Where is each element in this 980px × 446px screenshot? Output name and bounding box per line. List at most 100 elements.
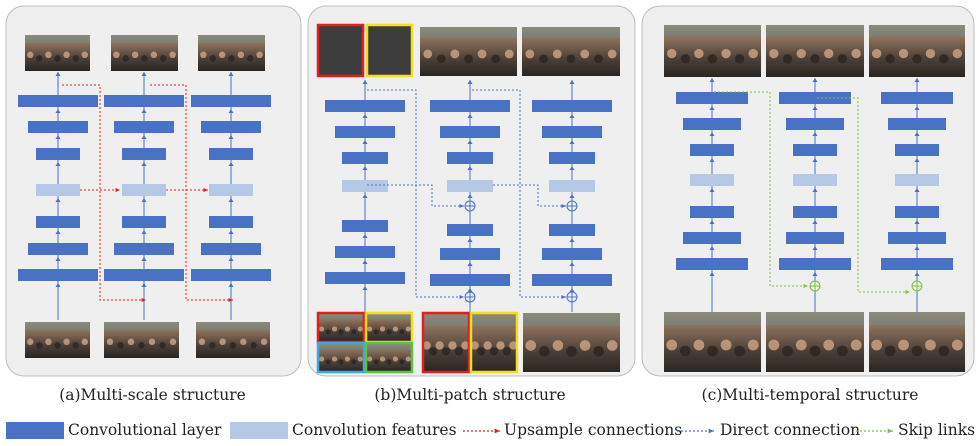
conv-layer	[191, 269, 271, 281]
photo-person	[809, 345, 821, 357]
flow-arrowhead	[362, 80, 368, 84]
sum-node-icon	[809, 280, 821, 292]
flow-arrowhead	[709, 272, 715, 276]
photo-person	[579, 340, 591, 351]
flow-arrowhead	[569, 194, 575, 198]
conv-layer	[683, 232, 741, 244]
photo-storefront	[664, 25, 761, 37]
photo-person	[454, 347, 464, 356]
crowd-photo-icon	[420, 27, 517, 76]
photo-person	[45, 338, 52, 346]
crowd-photo-icon	[196, 322, 270, 358]
legend-upsample-label: Upsample connections	[504, 421, 683, 439]
photo-person	[734, 345, 746, 357]
photo-person	[26, 51, 34, 59]
photo-person	[837, 345, 848, 357]
photo-person	[338, 359, 344, 365]
flow-arrowhead	[914, 158, 920, 162]
conv-layer	[542, 126, 602, 138]
photo-person	[141, 55, 148, 62]
photo-person	[552, 49, 562, 59]
photo-person	[379, 326, 386, 332]
photo-person	[872, 48, 882, 59]
legend-skip-label: Skip links	[898, 421, 976, 439]
crowd-photo-icon	[318, 313, 364, 342]
photo-person	[680, 54, 691, 64]
conv-layer	[201, 121, 261, 133]
photo-person	[367, 326, 373, 332]
flow-arrowhead	[141, 283, 147, 287]
conv-feature-block	[447, 180, 493, 192]
photo-person	[476, 347, 486, 356]
photo-person	[405, 326, 411, 332]
legend-conv-layer-swatch	[6, 422, 64, 439]
conv-layer	[28, 243, 88, 255]
flow-arrowhead	[812, 78, 818, 82]
flow-arrowhead	[709, 158, 715, 162]
photo-person	[667, 48, 677, 59]
legend-conv-features-swatch	[230, 422, 288, 439]
conv-layer	[549, 152, 595, 164]
conv-layer	[683, 118, 741, 130]
flow-arrowhead	[55, 198, 61, 202]
photo-storefront	[420, 27, 517, 38]
photo-person	[525, 49, 535, 59]
flow-arrowhead	[55, 72, 61, 76]
photo-person	[148, 338, 156, 346]
legend-direct-arrow-icon	[677, 428, 714, 434]
legend: Convolutional layer Convolution features…	[0, 417, 980, 445]
photo-person	[54, 55, 61, 62]
photo-person	[694, 48, 704, 59]
photo-person	[483, 341, 492, 350]
photo-person	[525, 340, 537, 351]
photo-person	[450, 49, 460, 59]
legend-upsample-arrow-icon	[463, 428, 500, 434]
photo-person	[344, 356, 351, 362]
conv-feature-block	[793, 174, 837, 186]
photo-person	[496, 341, 505, 350]
photo-person	[351, 329, 357, 335]
crowd-photo-icon	[25, 35, 90, 71]
flow-arrowhead	[709, 78, 715, 82]
flow-arrowhead	[467, 80, 473, 84]
photo-storefront	[523, 313, 620, 326]
conv-layer	[122, 148, 166, 160]
photo-person	[122, 55, 129, 62]
patch-border-red	[421, 311, 471, 374]
conv-layer	[542, 248, 602, 260]
sum-node-icon	[566, 200, 578, 212]
conv-layer	[532, 100, 612, 112]
conv-layer	[676, 92, 748, 104]
photo-person	[491, 54, 501, 64]
dark-patch-yellow	[365, 23, 414, 78]
caption-multi-temporal: (c)Multi-temporal structure	[701, 386, 919, 404]
photo-person	[357, 326, 363, 332]
photo-person	[477, 49, 487, 59]
flow-arrowhead	[55, 257, 61, 261]
flow-arrowhead	[55, 109, 61, 113]
conv-layer	[104, 95, 184, 107]
photo-person	[81, 51, 89, 59]
photo-person	[489, 347, 499, 356]
photo-person	[796, 48, 806, 59]
conv-layer	[440, 126, 500, 138]
conv-layer	[881, 258, 953, 270]
flow-arrowhead	[228, 257, 234, 261]
conv-feature-block	[36, 184, 80, 196]
conv-layer	[430, 274, 510, 286]
photo-storefront	[111, 35, 178, 43]
photo-person	[200, 51, 207, 59]
flow-arrowhead	[467, 262, 473, 266]
conv-feature-block	[342, 180, 388, 192]
photo-person	[260, 338, 268, 346]
flow-arrowhead	[709, 188, 715, 192]
photo-person	[26, 338, 34, 346]
photo-person	[81, 338, 89, 346]
flow-arrowhead	[569, 288, 575, 292]
photo-person	[36, 342, 43, 349]
photo-person	[925, 48, 936, 59]
direct-connection	[367, 184, 464, 208]
flow-arrowhead	[141, 109, 147, 113]
conv-feature-block	[895, 174, 939, 186]
photo-person	[63, 51, 70, 59]
